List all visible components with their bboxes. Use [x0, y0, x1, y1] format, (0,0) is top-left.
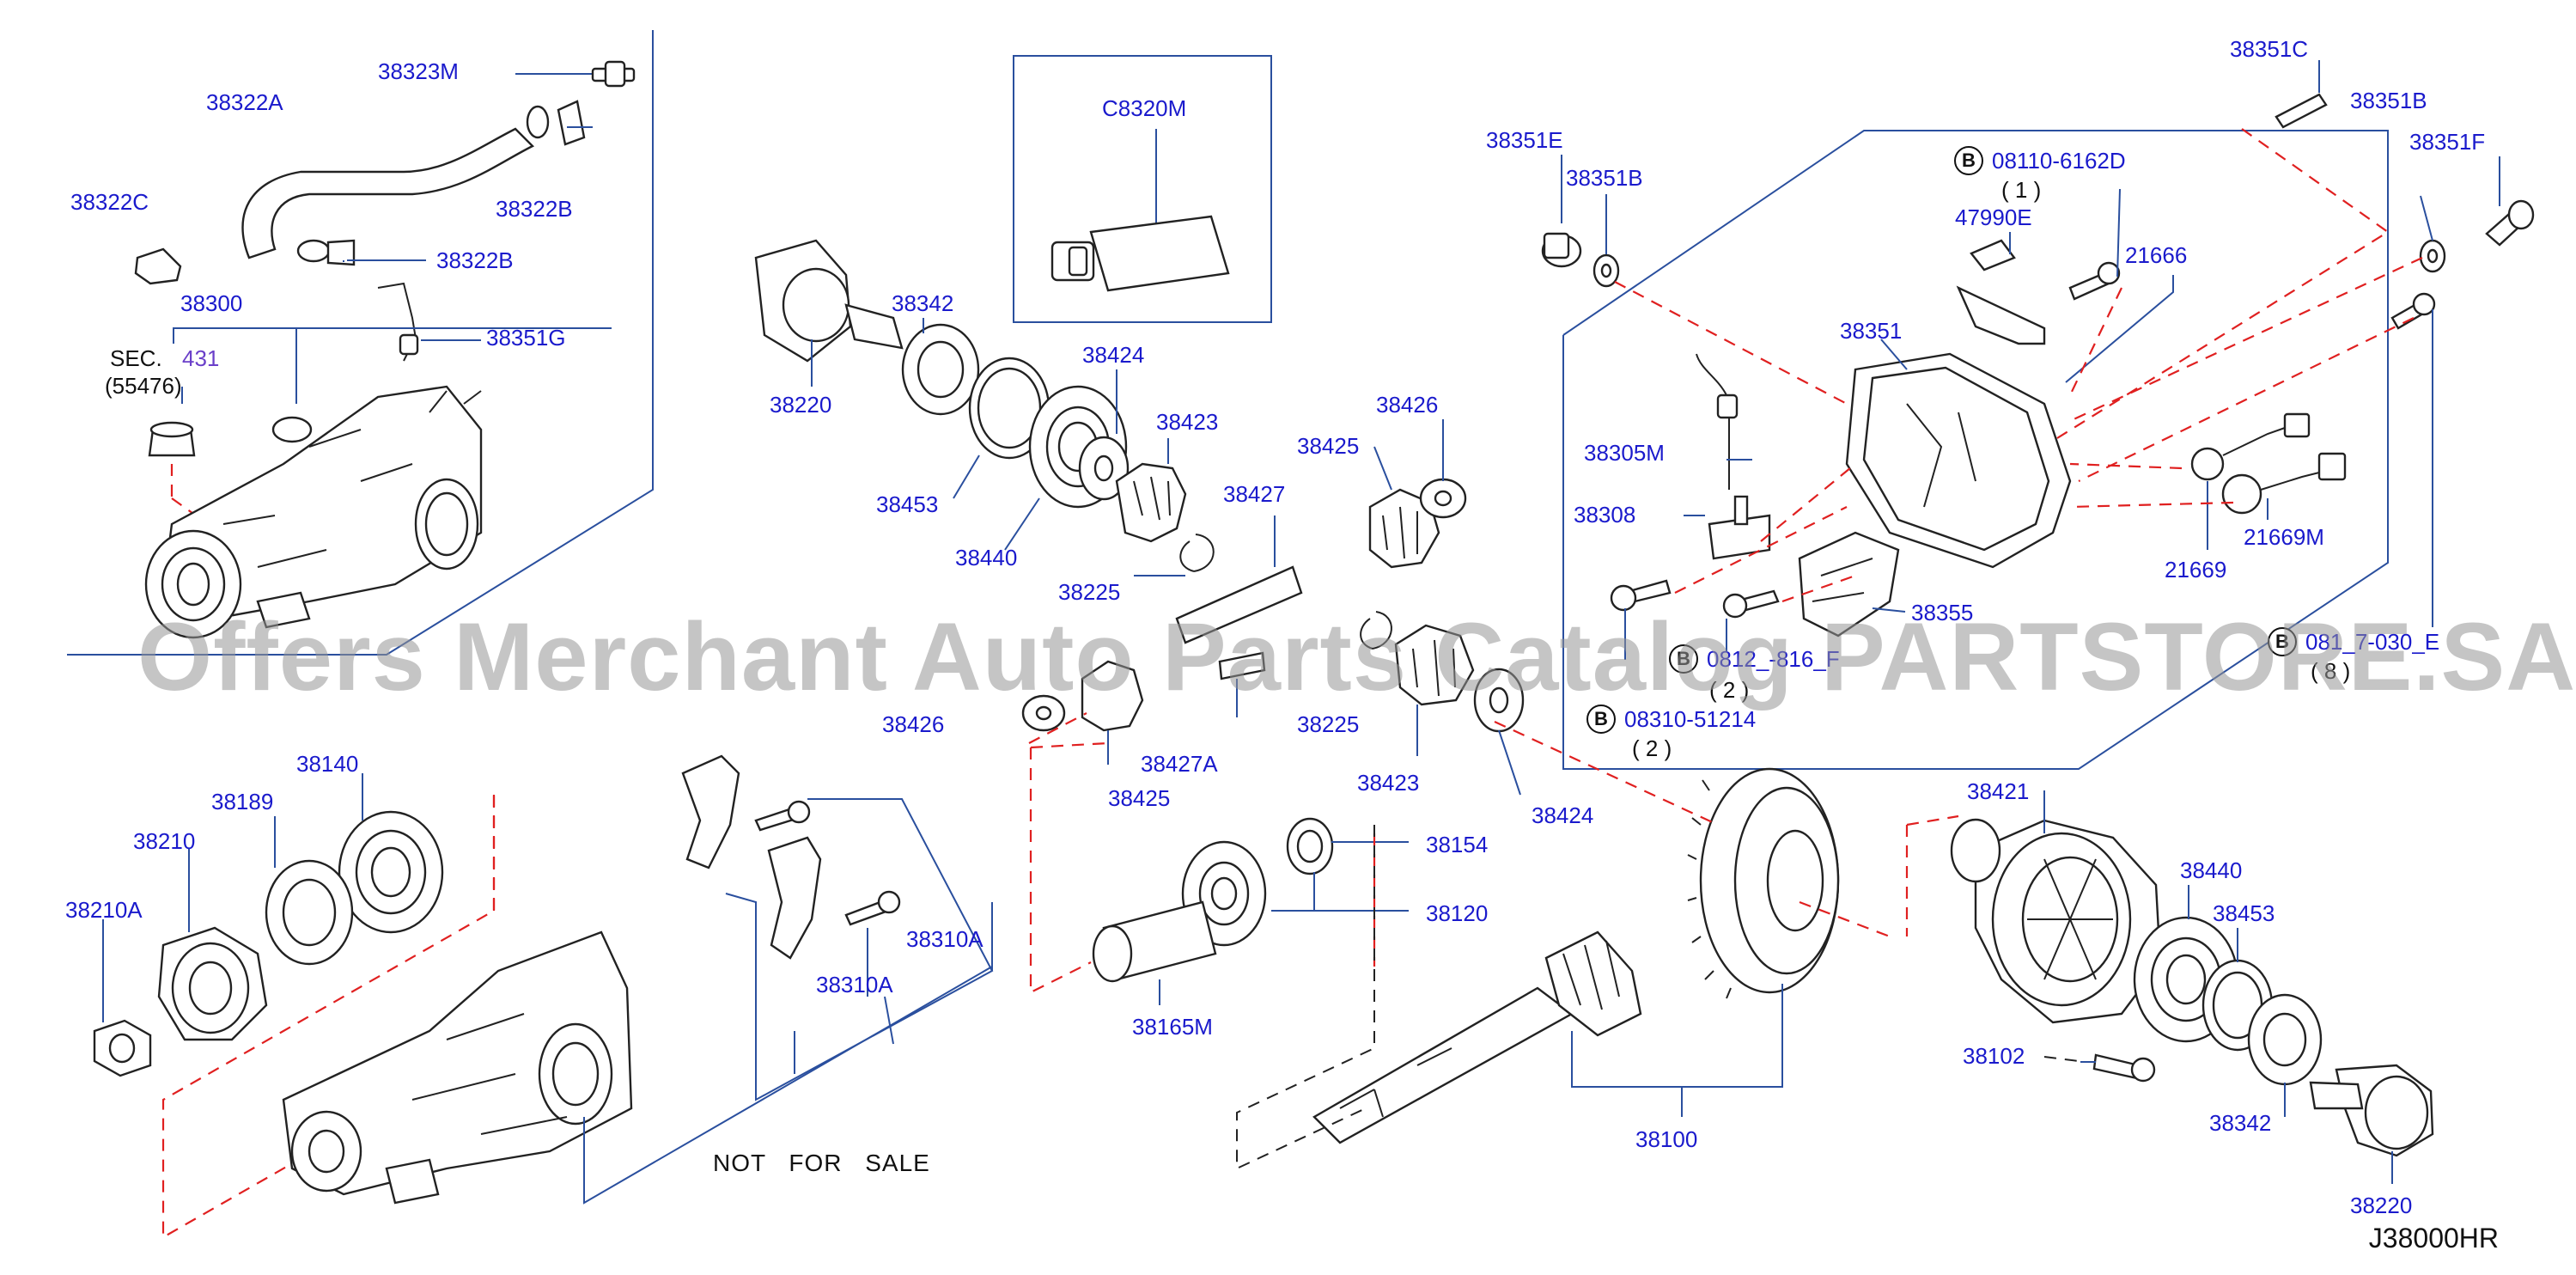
part-label-38351[interactable]: 38351 — [1840, 318, 1903, 344]
pinion-gear-set — [1028, 712, 1959, 1170]
part-label-38310A-b[interactable]: 38310A — [816, 972, 893, 997]
bolt-symbol-icon: B — [1669, 644, 1698, 674]
part-label-38355[interactable]: 38355 — [1911, 600, 1974, 625]
part-label-38453-bot[interactable]: 38453 — [2213, 900, 2275, 926]
callout-08310-51214[interactable]: B 08310-51214 — [1586, 705, 1756, 734]
pinion-and-bearings-top — [754, 239, 1525, 796]
part-label-38351B-a[interactable]: 38351B — [1566, 165, 1643, 191]
bolt-symbol-icon: B — [2268, 627, 2297, 656]
callout-part-number: 08110-6162D — [1992, 147, 2126, 174]
part-label-38210[interactable]: 38210 — [133, 828, 196, 854]
part-label-38440-top[interactable]: 38440 — [955, 545, 1018, 570]
part-label-38154[interactable]: 38154 — [1426, 832, 1489, 857]
part-label-38225-a[interactable]: 38225 — [1058, 579, 1121, 605]
bolt-symbol-icon: B — [1954, 146, 1983, 175]
c8320m-box — [1013, 55, 1272, 323]
part-label-38440-bot[interactable]: 38440 — [2180, 857, 2243, 883]
part-label-38423-top[interactable]: 38423 — [1156, 409, 1219, 435]
section-ref-prefix: SEC. — [110, 345, 162, 371]
part-label-38351F[interactable]: 38351F — [2409, 129, 2486, 155]
part-label-38453-top[interactable]: 38453 — [876, 491, 939, 517]
callout-qty: ( 2 ) — [1632, 735, 1672, 761]
part-label-38189[interactable]: 38189 — [211, 789, 274, 814]
side-bearings-left — [93, 773, 496, 1239]
part-label-38425-mid[interactable]: 38425 — [1108, 785, 1171, 811]
breather-assembly — [67, 30, 654, 656]
part-label-38322B-a[interactable]: 38322B — [496, 196, 573, 222]
part-label-38220-top[interactable]: 38220 — [770, 392, 832, 418]
part-label-38323M[interactable]: 38323M — [378, 58, 459, 84]
diagram-code: J38000HR — [2368, 1223, 2499, 1254]
part-label-38421[interactable]: 38421 — [1967, 778, 2030, 804]
callout-0812-816F[interactable]: B 0812_-816_F — [1669, 644, 1840, 674]
callout-qty: ( 2 ) — [1709, 677, 1750, 703]
part-label-38100[interactable]: 38100 — [1635, 1126, 1698, 1152]
part-label-38427[interactable]: 38427 — [1223, 481, 1286, 507]
part-label-38165M[interactable]: 38165M — [1132, 1014, 1213, 1040]
part-label-38425-top[interactable]: 38425 — [1297, 433, 1360, 459]
callout-08110-6162D[interactable]: B 08110-6162D — [1954, 146, 2126, 175]
section-ref-sub: (55476) — [105, 373, 182, 399]
part-label-21669M[interactable]: 21669M — [2244, 524, 2324, 550]
not-for-sale-note: NOT FOR SALE — [713, 1150, 930, 1176]
callout-part-number: 08310-51214 — [1624, 705, 1757, 732]
part-label-38300[interactable]: 38300 — [180, 290, 243, 316]
part-label-38322A[interactable]: 38322A — [206, 89, 283, 115]
callout-qty: ( 1 ) — [2001, 177, 2042, 203]
part-label-38102[interactable]: 38102 — [1963, 1043, 2025, 1069]
part-label-38351G[interactable]: 38351G — [486, 325, 566, 351]
part-label-C8320M[interactable]: C8320M — [1102, 95, 1187, 121]
part-label-38310A-a[interactable]: 38310A — [906, 926, 984, 952]
bearing-caps — [583, 754, 994, 1205]
rear-cover-group — [1541, 60, 2535, 770]
callout-qty: ( 8 ) — [2311, 658, 2351, 684]
part-label-38210A[interactable]: 38210A — [65, 897, 143, 923]
part-label-38220-bot[interactable]: 38220 — [2350, 1193, 2413, 1218]
differential-carrier-top — [144, 385, 483, 639]
part-label-21666[interactable]: 21666 — [2125, 242, 2188, 268]
part-label-38308[interactable]: 38308 — [1574, 502, 1636, 528]
part-label-38427A[interactable]: 38427A — [1141, 751, 1218, 777]
part-label-47990E[interactable]: 47990E — [1955, 204, 2032, 230]
part-label-21669[interactable]: 21669 — [2165, 557, 2227, 583]
part-label-38322C[interactable]: 38322C — [70, 189, 149, 215]
callout-part-number: 0812_-816_F — [1707, 645, 1840, 672]
part-label-38322B-b[interactable]: 38322B — [436, 247, 514, 273]
part-label-38342-bot[interactable]: 38342 — [2209, 1110, 2272, 1136]
differential-carrier-bottom — [282, 930, 633, 1205]
part-label-38305M[interactable]: 38305M — [1584, 440, 1665, 466]
part-label-38351E[interactable]: 38351E — [1486, 127, 1563, 153]
part-label-38423-mid[interactable]: 38423 — [1357, 770, 1420, 796]
part-label-38424-mid[interactable]: 38424 — [1532, 802, 1594, 828]
part-label-38120[interactable]: 38120 — [1426, 900, 1489, 926]
part-label-38426-top[interactable]: 38426 — [1376, 392, 1439, 418]
callout-part-number: 081_7-030_E — [2305, 628, 2440, 655]
part-label-38424-top[interactable]: 38424 — [1082, 342, 1145, 368]
part-label-38140[interactable]: 38140 — [296, 751, 359, 777]
section-ref-number[interactable]: 431 — [182, 345, 220, 371]
part-label-38351C[interactable]: 38351C — [2230, 36, 2309, 62]
callout-0817-030E[interactable]: B 081_7-030_E — [2268, 627, 2439, 656]
part-label-38225-b[interactable]: 38225 — [1297, 711, 1360, 737]
part-label-38342-top[interactable]: 38342 — [892, 290, 954, 316]
part-label-38426-mid[interactable]: 38426 — [882, 711, 945, 737]
bolt-symbol-icon: B — [1586, 705, 1616, 734]
differential-case — [1950, 790, 2434, 1184]
part-label-38351B-b[interactable]: 38351B — [2350, 88, 2427, 113]
